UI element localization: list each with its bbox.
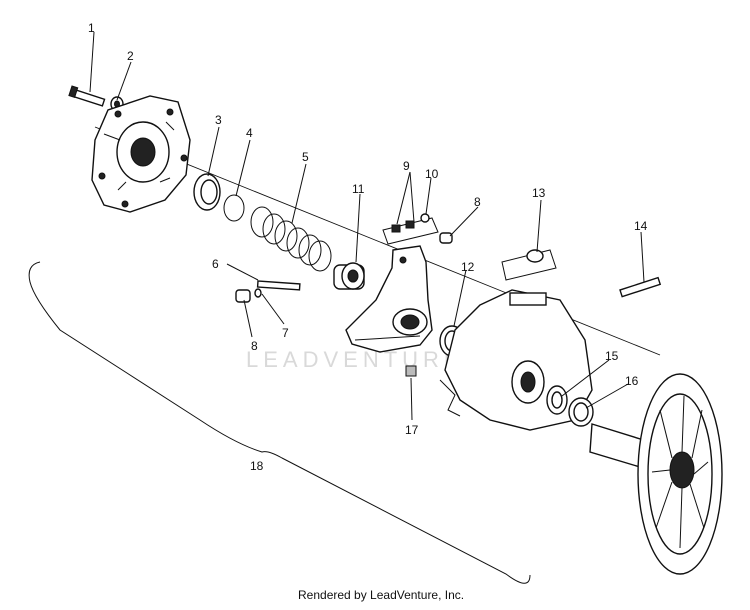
part-14-pin[interactable]: [619, 276, 662, 298]
part-11-roller[interactable]: [333, 262, 365, 290]
part-13-tag[interactable]: [501, 249, 557, 281]
part-6-pin[interactable]: [256, 280, 301, 291]
part-16-washer[interactable]: [568, 397, 594, 427]
callout-9[interactable]: 9: [403, 159, 410, 173]
callout-17[interactable]: 17: [405, 423, 419, 437]
callout-8-left[interactable]: 8: [251, 339, 258, 353]
callout-leaders: [89, 31, 645, 421]
part-17-screw[interactable]: [405, 365, 417, 377]
callout-18[interactable]: 18: [250, 459, 264, 473]
part-3-bushing[interactable]: [193, 173, 221, 211]
callout-15[interactable]: 15: [605, 349, 619, 363]
callout-13[interactable]: 13: [532, 186, 546, 200]
callout-14[interactable]: 14: [634, 219, 648, 233]
callout-3[interactable]: 3: [215, 113, 222, 127]
callout-6[interactable]: 6: [212, 257, 219, 271]
callout-8-right[interactable]: 8: [474, 195, 481, 209]
part-4-snap-ring[interactable]: [223, 194, 245, 222]
watermark-text: LEADVENTURE: [246, 347, 464, 372]
part-8-cap-left[interactable]: [235, 289, 251, 303]
callout-16[interactable]: 16: [625, 374, 639, 388]
callout-7[interactable]: 7: [282, 326, 289, 340]
part-7-ring[interactable]: [254, 288, 262, 298]
spider-arm-assembly[interactable]: [345, 245, 433, 353]
footer-credit: Rendered by LeadVenture, Inc.: [298, 588, 464, 602]
callout-5[interactable]: 5: [302, 150, 309, 164]
part-9-10-nuts[interactable]: [382, 213, 439, 245]
part-1-bolt[interactable]: [68, 85, 106, 107]
part-8-cap-right[interactable]: [439, 232, 453, 244]
cover-plate-housing[interactable]: [91, 95, 191, 213]
callout-1[interactable]: 1: [88, 21, 95, 35]
callout-12[interactable]: 12: [461, 260, 475, 274]
part-15-bushing[interactable]: [546, 385, 568, 415]
part-18-group-bracket: [28, 261, 531, 584]
callout-4[interactable]: 4: [246, 126, 253, 140]
fixed-sheave-with-shaft[interactable]: [589, 373, 723, 575]
callout-11[interactable]: 11: [352, 182, 365, 196]
callout-10[interactable]: 10: [425, 167, 439, 181]
callout-2[interactable]: 2: [127, 49, 134, 63]
part-5-spring[interactable]: [250, 206, 332, 272]
